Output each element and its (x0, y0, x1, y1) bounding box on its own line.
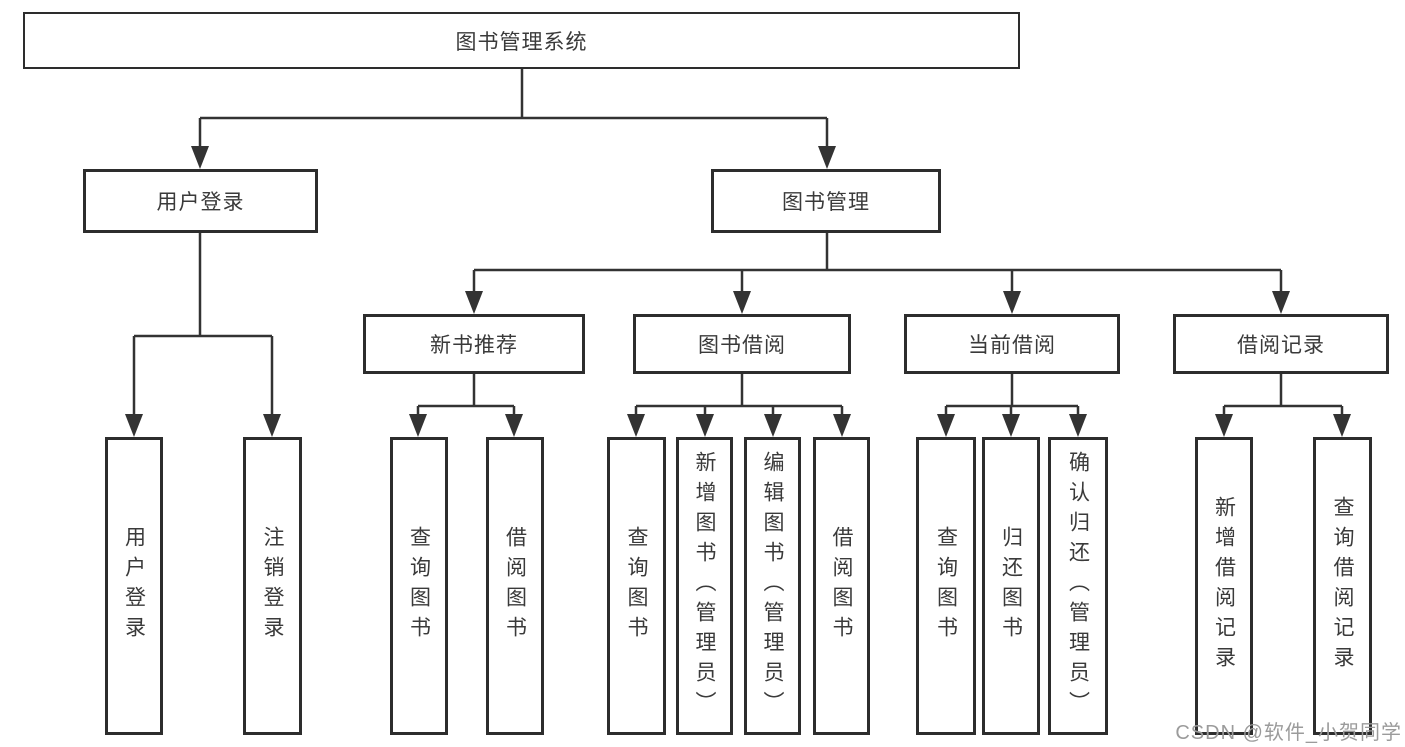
node-label: 编辑图书（管理员） (761, 451, 784, 721)
node-user-login-module: 用户登录 (83, 169, 318, 233)
node-label: 新书推荐 (430, 334, 518, 357)
node-label: 借阅记录 (1237, 334, 1325, 357)
node-label: 图书借阅 (698, 334, 786, 357)
node-leaf-newbook-borrow: 借阅图书 (486, 437, 544, 735)
node-label: 用户登录 (122, 526, 146, 646)
node-label: 图书管理 (782, 191, 870, 214)
node-book-borrow: 图书借阅 (633, 314, 851, 374)
node-label: 借阅图书 (503, 526, 527, 646)
node-label: 确认归还（管理员） (1066, 451, 1090, 721)
arrowheads (125, 146, 1351, 437)
node-leaf-record-query: 查询借阅记录 (1313, 437, 1372, 735)
node-label: 当前借阅 (968, 334, 1056, 357)
node-label: 用户登录 (156, 191, 245, 214)
node-leaf-current-query: 查询图书 (916, 437, 976, 735)
node-label: 注销登录 (261, 526, 284, 646)
node-leaf-borrow-borrow: 借阅图书 (813, 437, 870, 735)
node-leaf-current-return: 归还图书 (982, 437, 1040, 735)
node-leaf-newbook-query: 查询图书 (390, 437, 448, 735)
node-label: 借阅图书 (830, 526, 853, 646)
node-leaf-record-add: 新增借阅记录 (1195, 437, 1253, 735)
node-label: 新增借阅记录 (1212, 496, 1236, 676)
node-label: 查询借阅记录 (1331, 496, 1354, 676)
node-library-management-system: 图书管理系统 (23, 12, 1020, 69)
node-label: 查询图书 (407, 526, 431, 646)
node-label: 新增图书（管理员） (693, 451, 716, 721)
node-label: 查询图书 (934, 526, 958, 646)
node-leaf-user-login: 用户登录 (105, 437, 163, 735)
node-borrow-records: 借阅记录 (1173, 314, 1389, 374)
node-leaf-borrow-edit-admin: 编辑图书（管理员） (744, 437, 801, 735)
node-label: 查询图书 (625, 526, 648, 646)
node-leaf-borrow-query: 查询图书 (607, 437, 666, 735)
node-label: 归还图书 (999, 526, 1023, 646)
node-label: 图书管理系统 (455, 30, 588, 54)
csdn-watermark: CSDN @软件_小贺同学 (1175, 722, 1402, 744)
node-leaf-current-confirm-admin: 确认归还（管理员） (1048, 437, 1108, 735)
node-leaf-borrow-add-admin: 新增图书（管理员） (676, 437, 733, 735)
node-new-book-recommend: 新书推荐 (363, 314, 585, 374)
node-book-management: 图书管理 (711, 169, 941, 233)
node-leaf-logout: 注销登录 (243, 437, 302, 735)
node-current-borrow: 当前借阅 (904, 314, 1120, 374)
